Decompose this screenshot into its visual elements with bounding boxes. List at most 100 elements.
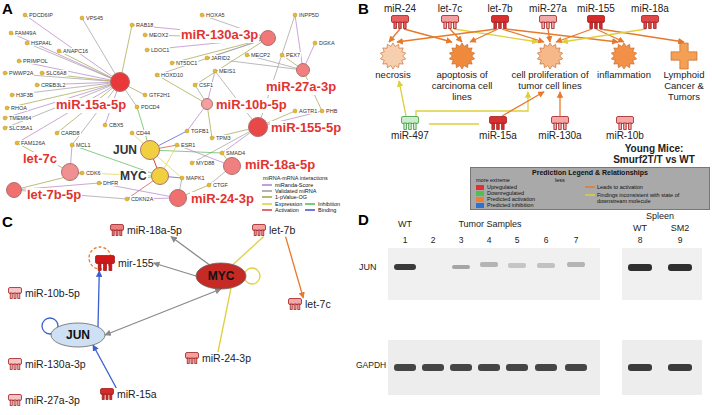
gene-dot — [143, 93, 147, 97]
connector — [548, 29, 550, 42]
blot-band — [565, 364, 587, 371]
node-label: Prediction Legend & Relationships — [471, 168, 709, 177]
mirna-node: miR-155-5p — [270, 121, 342, 136]
glyph-leg — [399, 22, 402, 29]
legend-label: 1-pValue-OG — [274, 194, 308, 200]
mirna-node: miR-10b-5p — [8, 287, 80, 300]
function-node: inflammation — [594, 42, 654, 81]
gene-label: CDK6 — [85, 170, 102, 176]
glyph-body — [539, 16, 556, 23]
legend-item: Predicted activation — [476, 196, 535, 202]
gene-label: PHB — [325, 108, 338, 114]
gene-label: HOXA5 — [205, 12, 226, 18]
glyph-body — [489, 117, 506, 124]
gene-dot — [55, 131, 59, 135]
legend-item: Leads to activation — [585, 184, 643, 190]
interaction-line — [150, 150, 222, 153]
legend-line — [585, 194, 595, 196]
gene-label: PEX7 — [285, 52, 301, 58]
node-label: miR-15a-5p — [55, 98, 127, 113]
blot-band — [628, 264, 652, 271]
blot-panel — [622, 340, 702, 395]
gene-node: JUN — [50, 322, 106, 348]
gene-label: DHFR — [102, 180, 119, 186]
node-label: miR-27a-3p — [265, 80, 337, 95]
legend-swatch — [476, 185, 484, 190]
gene-label: PDCD6IP — [28, 12, 54, 18]
node-label: miR-10b — [606, 130, 644, 142]
microrna-glyph — [489, 116, 507, 130]
glyph-body — [551, 117, 568, 124]
node-label: miR-155-5p — [270, 121, 342, 136]
legend-line-sample — [262, 194, 272, 200]
gene-dot — [130, 131, 134, 135]
legend-label: Activation — [274, 207, 300, 213]
gene-dot — [15, 141, 19, 145]
node-label: miR-155 — [577, 3, 615, 15]
gene-label: PRIMPOL — [22, 58, 49, 64]
gene-dot — [80, 16, 84, 20]
gene-dot — [125, 197, 129, 201]
node-label: JUN — [112, 144, 138, 158]
starburst-icon — [610, 42, 638, 70]
glyph-body — [587, 16, 604, 23]
microrna-glyph — [95, 255, 115, 271]
gene-dot — [280, 53, 284, 57]
gene-label: MCL1 — [75, 142, 92, 148]
glyph-leg — [414, 123, 417, 130]
blot-band — [394, 264, 416, 270]
node-label: miR-18a-5p — [127, 224, 182, 237]
gene-dot — [23, 13, 27, 17]
legend-item: Binding — [305, 207, 337, 213]
blot-panel — [388, 340, 600, 395]
node-label: mir-155 — [118, 257, 154, 270]
mirna-node: let-7b-5p — [26, 188, 82, 203]
glyph-leg — [394, 22, 397, 29]
gene-label: CREB3L2 — [40, 82, 66, 88]
blot-band — [450, 364, 472, 371]
gene-dot — [103, 123, 107, 127]
gene-dot — [57, 49, 61, 53]
glyph-leg — [444, 22, 447, 29]
glyph-leg — [454, 22, 457, 29]
glyph-leg — [449, 22, 452, 29]
legend-line-sample — [262, 182, 272, 188]
gene-label: PWWP2A — [8, 70, 34, 76]
gene-dot — [155, 73, 159, 77]
gene-label: CSF1 — [198, 82, 214, 88]
gene-dot — [9, 31, 13, 35]
mirna-node: miR-130a — [538, 116, 581, 142]
legend-label: Findings inconsistent with state of down… — [597, 192, 709, 204]
gene-label: NT5DC1 — [175, 60, 198, 66]
blot-band — [422, 364, 444, 371]
glyph-leg — [600, 22, 603, 29]
blot-band — [478, 364, 500, 371]
lane-number: 3 — [459, 236, 464, 245]
legend-scale-label: less — [555, 177, 565, 183]
function-node: necrosis — [368, 42, 418, 81]
gene-dot — [130, 23, 134, 27]
legend-line — [305, 203, 315, 205]
microrna-glyph — [252, 224, 266, 236]
legend-line-sample — [262, 201, 272, 207]
mirna-node: miR-24-3p — [190, 192, 255, 207]
gene-dot — [190, 161, 194, 165]
node-label: miR-24-3p — [190, 192, 255, 207]
microrna-glyph — [100, 388, 114, 400]
gene-dot — [145, 48, 149, 52]
glyph-leg — [502, 123, 505, 130]
blot-band — [452, 265, 470, 269]
gene-label: TPM3 — [215, 135, 232, 141]
glyph-body — [616, 117, 633, 124]
mirna-node: let-7c — [22, 152, 58, 167]
microrna-glyph — [551, 116, 569, 130]
node-label: miR-130a-3p — [25, 358, 86, 371]
glyph-leg — [492, 123, 495, 130]
microrna-glyph — [185, 352, 199, 364]
lane-number: 5 — [515, 236, 520, 245]
glyph-leg — [654, 22, 657, 29]
node-circle — [6, 182, 22, 198]
mirna-node: miR-497 — [391, 116, 429, 142]
glyph-leg — [254, 230, 256, 236]
gene-label: SLC6A8 — [45, 70, 68, 76]
